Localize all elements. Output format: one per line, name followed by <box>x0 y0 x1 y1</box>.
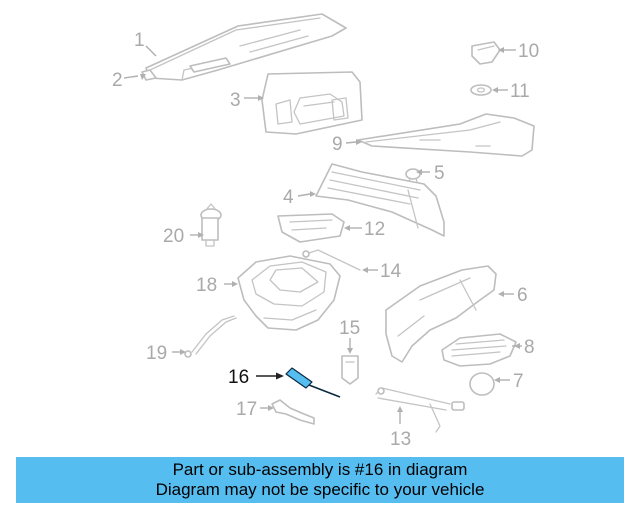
part-3-rear-trim-panel[interactable] <box>261 71 363 135</box>
callout-6: 6 <box>517 285 528 306</box>
callout-11: 11 <box>510 81 530 102</box>
leader-lines <box>123 45 522 424</box>
part-10-clip[interactable] <box>471 41 501 65</box>
callout-19: 19 <box>146 343 167 364</box>
callout-9: 9 <box>332 134 343 155</box>
part-6-quarter-trim[interactable] <box>385 265 497 363</box>
callout-8: 8 <box>524 337 535 358</box>
banner-line-1: Part or sub-assembly is #16 in diagram <box>172 460 468 479</box>
part-8-speaker-grille[interactable] <box>441 333 517 367</box>
info-banner: Part or sub-assembly is #16 in diagram D… <box>16 457 624 503</box>
callout-17: 17 <box>236 399 257 420</box>
callout-20: 20 <box>163 226 184 247</box>
callout-3: 3 <box>230 90 241 111</box>
part-15-clip[interactable] <box>341 355 359 385</box>
callout-7: 7 <box>513 371 524 392</box>
part-19-cable[interactable] <box>184 315 237 358</box>
part-4-floor-trim[interactable] <box>315 163 445 237</box>
banner-line-2: Diagram may not be specific to your vehi… <box>155 480 485 499</box>
part-11-washer[interactable] <box>470 84 492 96</box>
callout-12: 12 <box>364 219 385 240</box>
callout-16: 16 <box>228 367 249 388</box>
callout-5: 5 <box>434 163 445 184</box>
callout-13: 13 <box>390 429 411 450</box>
part-12-bracket[interactable] <box>277 213 345 243</box>
parts-diagram: 1 2 3 4 5 6 7 8 9 10 11 12 13 14 15 16 1… <box>112 13 539 450</box>
part-9-side-trim[interactable] <box>357 113 535 157</box>
callout-18: 18 <box>196 275 217 296</box>
part-16-highlighted-tool[interactable] <box>285 367 341 398</box>
callout-14: 14 <box>380 261 402 282</box>
part-7-cap[interactable] <box>469 372 495 396</box>
callout-2: 2 <box>112 70 123 91</box>
part-20-jack[interactable] <box>200 203 222 247</box>
part-14-rod[interactable] <box>302 249 361 271</box>
callout-4: 4 <box>283 187 294 208</box>
callout-15: 15 <box>339 318 360 339</box>
part-18-spare-tray[interactable] <box>237 255 341 331</box>
part-17-wrench[interactable] <box>271 399 315 425</box>
callout-1: 1 <box>134 30 145 51</box>
part-13-jack-handle[interactable] <box>375 387 465 433</box>
part-2-shelf-bracket[interactable] <box>141 69 157 81</box>
part-1-parcel-shelf[interactable] <box>145 13 347 81</box>
callout-10: 10 <box>518 41 539 62</box>
